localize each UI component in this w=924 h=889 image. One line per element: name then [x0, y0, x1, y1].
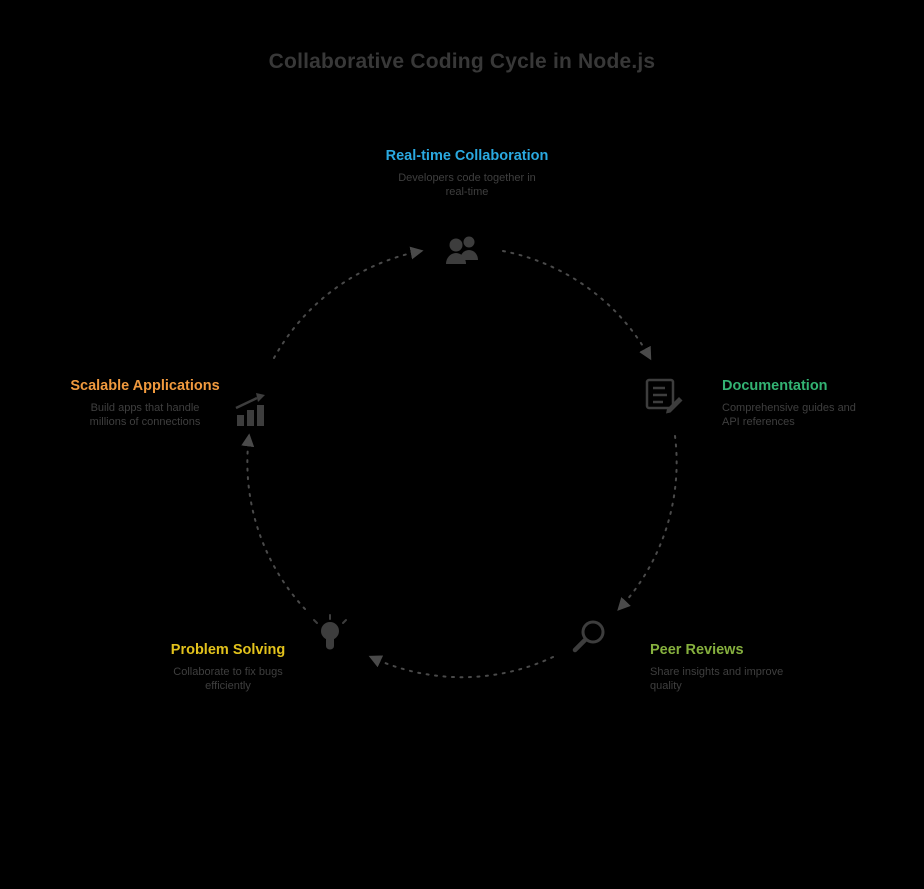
step-label: Peer Reviews — [650, 642, 744, 658]
step-label: Scalable Applications — [70, 378, 220, 394]
arc-collaboration-to-documentation — [502, 250, 652, 361]
step-description-line: efficiently — [205, 680, 251, 692]
step-documentation: Documentation Comprehensive guides and A… — [722, 378, 912, 429]
step-label: Problem Solving — [170, 642, 286, 658]
memo-icon — [645, 378, 683, 414]
step-description-line: quality — [650, 680, 682, 692]
step-description-line: API references — [722, 416, 795, 428]
step-problem-solving: Problem Solving Collaborate to fix bugs … — [146, 642, 310, 693]
magnifier-icon — [572, 620, 605, 653]
arc-peer-reviews-to-problem-solving — [368, 655, 554, 679]
growth-chart-icon — [235, 393, 265, 426]
diagram-title: Collaborative Coding Cycle in Node.js — [268, 50, 656, 73]
arc-documentation-to-peer-reviews — [617, 435, 678, 611]
step-peer-reviews: Peer Reviews Share insights and improve … — [650, 642, 840, 693]
step-realtime-collaboration: Real-time Collaboration Developers code … — [317, 148, 617, 199]
arc-problem-solving-to-scalability — [241, 433, 306, 610]
step-scalable-applications: Scalable Applications Build apps that ha… — [40, 378, 250, 429]
step-description-line: Share insights and improve — [650, 666, 784, 678]
step-description-line: real-time — [445, 186, 489, 198]
lightbulb-icon — [313, 614, 347, 650]
step-description-line: Build apps that handle — [90, 402, 200, 414]
step-description-line: Comprehensive guides and — [722, 402, 856, 414]
step-label: Documentation — [722, 378, 828, 394]
step-description-line: Developers code together in — [398, 172, 536, 184]
step-description-line: Collaborate to fix bugs — [173, 666, 283, 678]
step-label: Real-time Collaboration — [385, 148, 549, 164]
people-icon — [446, 236, 478, 264]
arc-scalability-to-collaboration — [273, 246, 424, 359]
step-description-line: millions of connections — [89, 416, 201, 428]
